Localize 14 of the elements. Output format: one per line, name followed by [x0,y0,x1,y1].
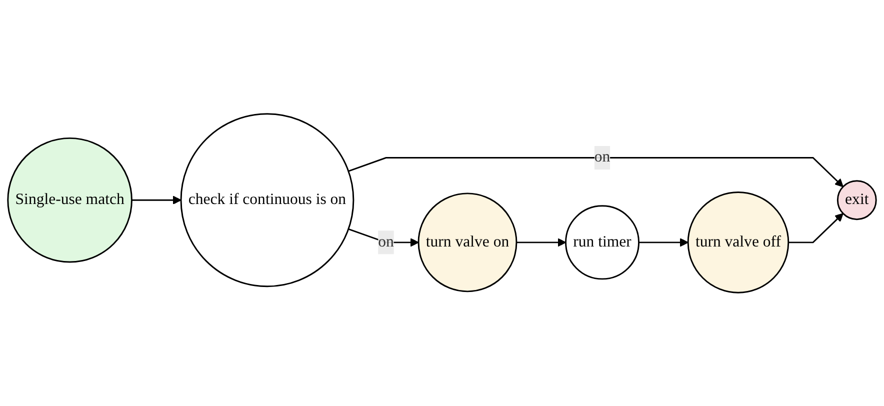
edge-label: on [594,148,610,166]
arrow [348,156,844,187]
node-circle: check if continuous is on [180,112,354,287]
arrow [788,212,844,243]
node-circle: Single-use match [7,137,132,262]
node-circle: run timer [565,204,640,280]
edge-label: on [378,233,394,250]
node-circle: exit [836,180,877,220]
arrow [348,228,419,247]
node-circle: turn valve off [687,191,790,294]
arrow [132,196,182,204]
arrow [638,238,688,247]
arrow [516,238,566,247]
node-circle: turn valve on [418,192,518,292]
